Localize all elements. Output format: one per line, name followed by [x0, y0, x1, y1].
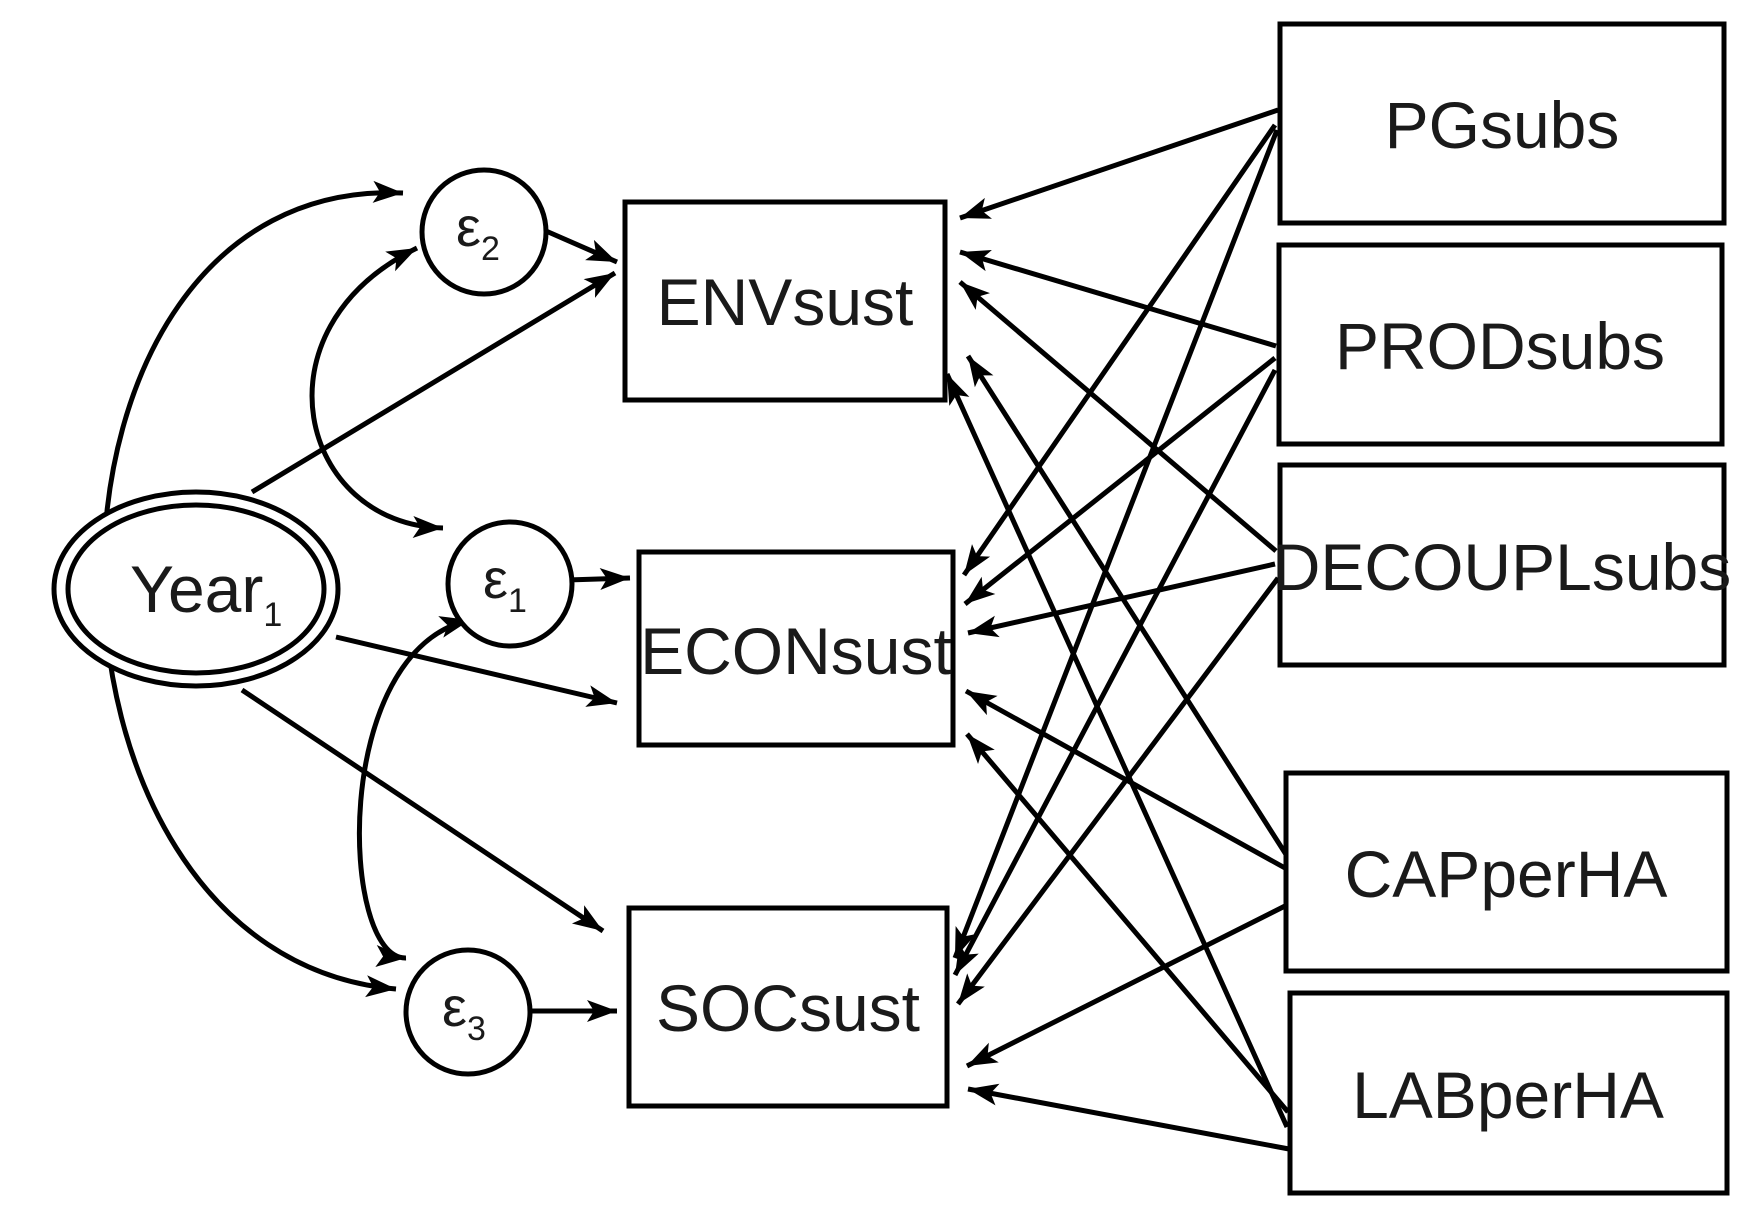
arrowhead-start-covariance-year-e2 — [372, 180, 403, 203]
arrowhead-arrow-e2-envsust — [585, 239, 617, 262]
arrow-year-envsust — [250, 270, 617, 495]
arrowhead-covariance-year-e2 — [365, 975, 396, 998]
capperha-label: CAPperHA — [1345, 837, 1668, 911]
arrow-labperha-econsust — [965, 732, 1290, 1114]
arrowhead-arrow-pgsubs-econsust — [964, 544, 991, 575]
labperha-label: LABperHA — [1352, 1058, 1664, 1132]
arrowhead-arrow-prodsubs-econsust — [965, 576, 996, 604]
e3-subscript: 3 — [467, 1010, 486, 1048]
econsust-label: ECONsust — [640, 614, 952, 688]
arrowhead-arrow-decouplsubs-socsust — [958, 973, 985, 1004]
arrow-prodsubs-econsust — [963, 356, 1277, 606]
covariance-e1-e3 — [356, 617, 471, 961]
arrow-labperha-envsust — [944, 372, 1290, 1129]
arrowheads — [365, 180, 1000, 1106]
pgsubs-label: PGsubs — [1385, 88, 1620, 162]
svg-text:ε2: ε2 — [456, 195, 500, 268]
node-envsust: ENVsust — [622, 199, 948, 403]
arrow-prodsubs-envsust — [959, 249, 1277, 349]
arrowhead-arrow-capperha-envsust — [968, 356, 994, 388]
arrow-pgsubs-econsust — [961, 123, 1278, 577]
e2-subscript: 2 — [481, 230, 500, 268]
arrow-capperha-econsust — [964, 688, 1287, 871]
arrowhead-arrow-pgsubs-envsust — [960, 197, 992, 219]
svg-text:ε1: ε1 — [483, 547, 527, 620]
arrow-labperha-socsust — [967, 1086, 1290, 1152]
arrowhead-arrow-labperha-envsust — [947, 374, 970, 406]
arrowhead-arrow-labperha-econsust — [967, 734, 995, 764]
arrowhead-arrow-e1-econsust — [599, 567, 630, 590]
node-prodsubs: PRODsubs — [1276, 242, 1725, 447]
svg-text:ε3: ε3 — [442, 975, 486, 1048]
e3-symbol: ε — [442, 975, 467, 1038]
node-labperha: LABperHA — [1287, 990, 1730, 1196]
arrow-capperha-envsust — [965, 354, 1290, 858]
arrowhead-arrow-prodsubs-envsust — [960, 250, 992, 272]
path-arrows — [101, 107, 1290, 1152]
arrowhead-arrow-capperha-socsust — [967, 1042, 999, 1066]
arrowhead-start-covariance-e2-e1 — [385, 248, 417, 272]
arrowhead-arrow-year-envsust — [583, 273, 615, 298]
arrowhead-arrow-labperha-socsust — [968, 1083, 1000, 1106]
node-pgsubs: PGsubs — [1277, 21, 1727, 226]
arrow-decouplsubs-socsust — [956, 576, 1280, 1006]
node-year: Year1 — [51, 489, 341, 689]
diagram-nodes: Year1 ε2 ε1 ε3 ENVsust ECONsust SOCsust — [51, 21, 1732, 1196]
arrowhead-arrow-decouplsubs-envsust — [960, 282, 990, 310]
node-e2: ε2 — [419, 167, 549, 297]
arrowhead-arrow-decouplsubs-econsust — [968, 615, 1000, 638]
decouplsubs-label: DECOUPLsubs — [1273, 530, 1732, 604]
envsust-label: ENVsust — [657, 265, 914, 339]
year-label: Year1 — [130, 552, 282, 634]
node-socsust: SOCsust — [626, 905, 950, 1109]
arrow-capperha-socsust — [965, 903, 1287, 1069]
node-capperha: CAPperHA — [1283, 770, 1730, 974]
node-e3: ε3 — [403, 947, 533, 1077]
arrowhead-arrow-year-econsust — [585, 685, 617, 707]
node-e1: ε1 — [445, 519, 575, 649]
arrow-pgsubs-socsust — [952, 129, 1280, 959]
covariance-e2-e1 — [309, 245, 444, 531]
prodsubs-label: PRODsubs — [1335, 309, 1665, 383]
arrowhead-arrow-capperha-econsust — [966, 691, 998, 716]
arrow-pgsubs-envsust — [959, 107, 1279, 221]
node-decouplsubs: DECOUPLsubs — [1273, 462, 1732, 668]
arrowhead-covariance-e1-e3 — [375, 945, 406, 967]
arrowhead-arrow-prodsubs-socsust — [955, 943, 979, 975]
arrowhead-arrow-e3-socsust — [587, 1000, 617, 1022]
arrowhead-covariance-e2-e1 — [412, 515, 443, 538]
e1-subscript: 1 — [508, 582, 527, 620]
arrowhead-arrow-year-socsust — [571, 905, 603, 931]
arrow-year-econsust — [335, 634, 618, 706]
e1-symbol: ε — [483, 547, 508, 610]
e2-symbol: ε — [456, 195, 481, 258]
socsust-label: SOCsust — [656, 971, 920, 1045]
arrow-year-socsust — [240, 687, 605, 934]
arrow-prodsubs-socsust — [952, 368, 1278, 977]
node-econsust: ECONsust — [636, 549, 956, 748]
arrow-decouplsubs-envsust — [958, 280, 1278, 553]
